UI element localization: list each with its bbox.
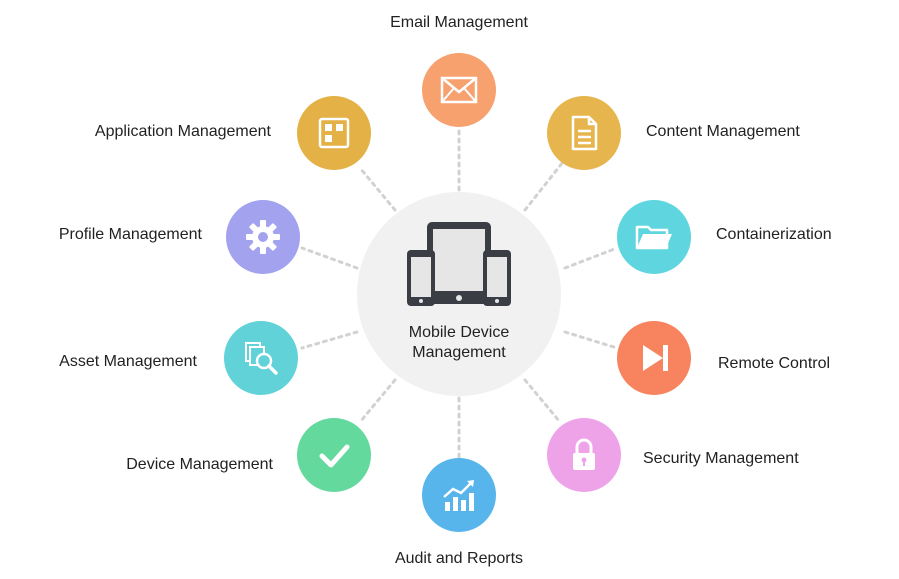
connector-device (358, 378, 397, 424)
label-content-management: Content Management (646, 123, 800, 140)
label-device-management: Device Management (126, 456, 273, 473)
node-email-management[interactable] (422, 53, 496, 127)
label-containerization: Containerization (716, 226, 832, 243)
connector-profile (300, 246, 359, 270)
app-grid-icon (318, 117, 350, 149)
center-title-line1: Mobile Device (408, 324, 510, 341)
node-profile-management[interactable] (226, 200, 300, 274)
label-asset-management: Asset Management (59, 353, 197, 370)
node-containerization[interactable] (617, 200, 691, 274)
magnifier-stack-icon (245, 342, 278, 375)
node-content-management[interactable] (547, 96, 621, 170)
label-remote-control: Remote Control (718, 355, 831, 372)
node-remote-control[interactable] (617, 321, 691, 395)
node-asset-management[interactable] (224, 321, 298, 395)
label-profile-management: Profile Management (58, 226, 202, 243)
node-application-management[interactable] (297, 96, 371, 170)
label-audit-and-reports: Audit and Reports (394, 550, 524, 567)
gear-icon (246, 220, 280, 254)
envelope-icon (440, 76, 478, 104)
connector-asset (300, 330, 359, 350)
connector-content (523, 160, 565, 212)
label-email-management: Email Management (390, 14, 528, 31)
label-security-management: Security Management (643, 450, 799, 467)
center-title-line2: Management (412, 344, 506, 361)
connector-containerization (563, 246, 619, 270)
trend-chart-icon (443, 480, 474, 511)
connector-application (358, 166, 397, 212)
label-application-management: Application Management (94, 123, 271, 140)
connector-security (523, 378, 562, 424)
document-icon (571, 115, 598, 151)
center-title: Mobile Device Management (357, 323, 561, 363)
node-audit-and-reports[interactable] (422, 458, 496, 532)
node-device-management[interactable] (297, 418, 371, 492)
node-security-management[interactable] (547, 418, 621, 492)
folder-icon (635, 225, 672, 250)
checkmark-icon (319, 444, 350, 468)
mobile-devices-icon (407, 222, 511, 306)
connector-remote (563, 330, 619, 350)
lock-icon (573, 438, 595, 470)
skip-forward-icon (643, 345, 668, 371)
center-hub: Mobile Device Management (357, 192, 561, 396)
